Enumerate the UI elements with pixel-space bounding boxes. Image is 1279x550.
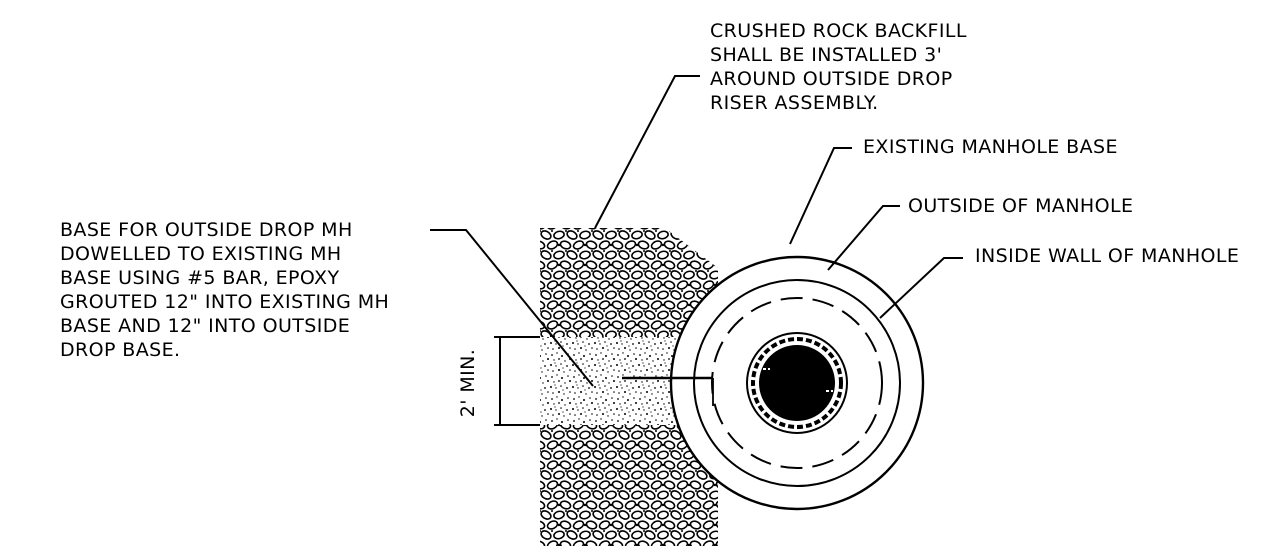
leader-inside-wall: [879, 257, 963, 319]
inside-wall-of-manhole-label: INSIDE WALL OF MANHOLE: [975, 245, 1240, 267]
leader-outside-mh: [827, 205, 900, 271]
outside-of-manhole: [693, 279, 901, 487]
manhole-cover-icon: [746, 332, 848, 434]
base-for-outside-drop-note: BASE FOR OUTSIDE DROP MH DOWELLED TO EXI…: [60, 219, 390, 361]
dimension-2ft: [494, 336, 540, 426]
existing-manhole-base-label: EXISTING MANHOLE BASE: [863, 136, 1118, 158]
leader-base: [430, 229, 594, 387]
leader-existing-base: [789, 147, 852, 245]
leader-backfill: [594, 75, 700, 229]
backfill-note: CRUSHED ROCK BACKFILL SHALL BE INSTALLED…: [710, 20, 967, 114]
inside-wall-of-manhole: [711, 297, 883, 469]
outside-of-manhole-label: OUTSIDE OF MANHOLE: [908, 195, 1134, 217]
